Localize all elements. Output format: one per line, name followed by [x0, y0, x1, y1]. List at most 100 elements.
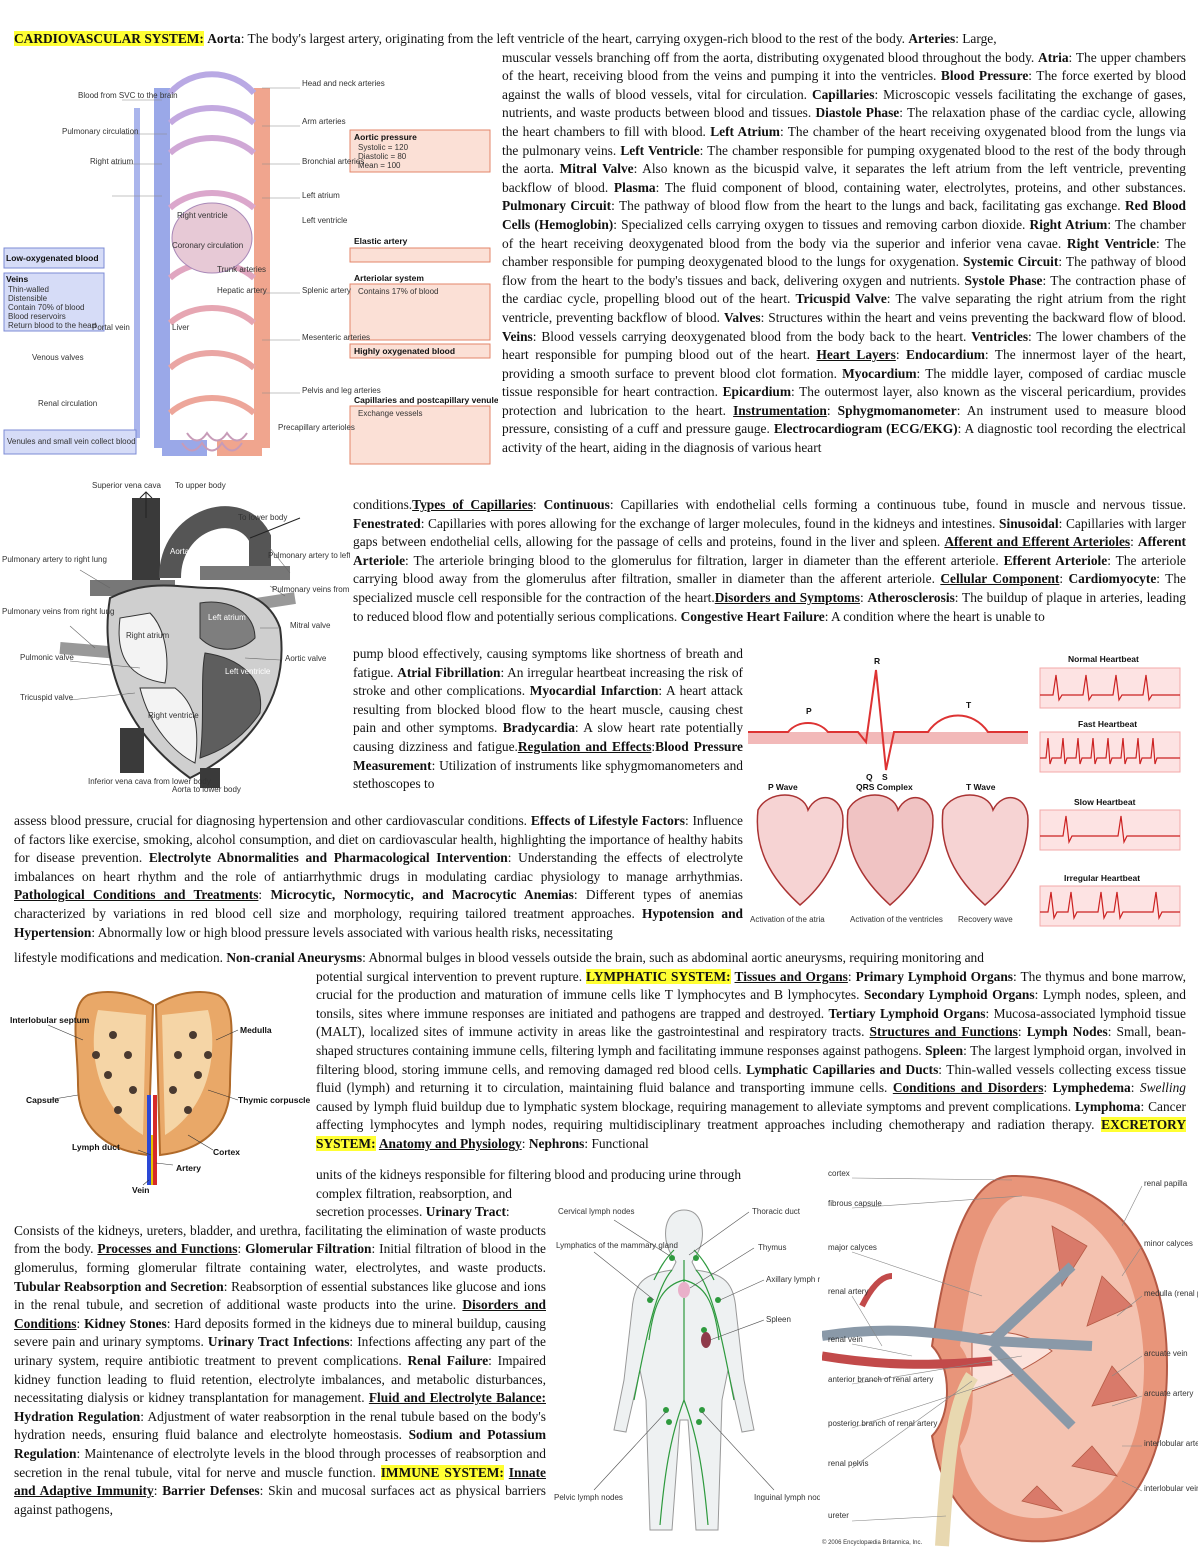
circ-label-splenic: Splenic artery	[302, 286, 351, 295]
heart-label-left-atrium: Left atrium	[208, 613, 246, 622]
circ-label-veins: Veins	[6, 274, 28, 284]
ecg-wave-s: S	[882, 772, 888, 782]
circ-label-pulmonary: Pulmonary circulation	[62, 127, 138, 136]
heart-label-ivc: Inferior vena cava from lower body	[88, 777, 211, 786]
kidney-label-cortex: cortex	[828, 1169, 850, 1178]
text-block-cardio-5: assess blood pressure, crucial for diagn…	[14, 813, 743, 940]
circ-label-precap: Precapillary arterioles	[278, 423, 355, 432]
circ-label-capillaries: Capillaries and postcapillary venules	[354, 395, 498, 405]
lymph-label-thymus: Thymus	[758, 1243, 786, 1252]
kidney-label-arcuate-vein: arcuate vein	[1144, 1349, 1188, 1358]
heart-label-aortic: Aortic valve	[285, 654, 327, 663]
ecg-wave-q: Q	[866, 772, 873, 782]
circ-label-arm: Arm arteries	[302, 117, 346, 126]
heart-label-aorta: Aorta	[170, 547, 190, 556]
heart-label-right-atrium: Right atrium	[126, 631, 169, 640]
heart-label-pulmonic: Pulmonic valve	[20, 653, 74, 662]
thymus-diagram: Interlobular septum Medulla Capsule Thym…	[8, 985, 310, 1200]
circ-label-reservoir: Blood reservoirs	[8, 312, 66, 321]
ecg-strip-irregular: Irregular Heartbeat	[1064, 873, 1140, 883]
circ-label-right-ventricle: Right ventricle	[177, 211, 228, 220]
thymus-label-duct: Lymph duct	[72, 1142, 120, 1152]
circ-label-head: Head and neck arteries	[302, 79, 385, 88]
circ-label-systolic: Systolic = 120	[358, 143, 409, 152]
circ-label-bronchial: Bronchial arteries	[302, 157, 364, 166]
ecg-strip-fast: Fast Heartbeat	[1078, 719, 1137, 729]
ecg-label-qrs: QRS Complex	[856, 782, 913, 792]
heart-label-pv-left: Pulmonary veins from left lung	[272, 585, 350, 594]
section-heading-lymph: LYMPHATIC SYSTEM:	[586, 968, 731, 984]
kidney-label-arcuate-artery: arcuate artery	[1144, 1389, 1193, 1398]
circ-label-portal: Portal vein	[92, 323, 130, 332]
thymus-label-septum: Interlobular septum	[10, 1015, 90, 1025]
kidney-label-capsule: fibrous capsule	[828, 1199, 882, 1208]
text-block-lymph: potential surgical intervention to preve…	[316, 968, 1187, 1151]
section-heading-cardio: CARDIOVASCULAR SYSTEM:	[14, 31, 204, 46]
thymus-label-medulla: Medulla	[240, 1025, 272, 1035]
lymph-body-diagram: Cervical lymph nodes Thoracic duct Lymph…	[554, 1200, 820, 1540]
circ-label-diastolic: Diastolic = 80	[358, 152, 407, 161]
circ-label-coronary: Coronary circulation	[172, 241, 243, 250]
kidney-label-interlobular-vein: interlobular vein	[1144, 1484, 1198, 1493]
ecg-label-atria: Activation of the atria	[750, 915, 825, 924]
ecg-wave-p: P	[806, 706, 812, 716]
lymph-label-spleen: Spleen	[766, 1315, 791, 1324]
heart-label-right-ventricle: Right ventricle	[148, 711, 199, 720]
lymph-label-cervical: Cervical lymph nodes	[558, 1207, 634, 1216]
kidney-label-posterior-branch: posterior branch of renal artery	[828, 1419, 937, 1428]
circ-label-elastic: Elastic artery	[354, 236, 408, 246]
circ-label-hepatic: Hepatic artery	[217, 286, 267, 295]
thymus-label-artery: Artery	[176, 1163, 201, 1173]
ecg-diagram: P R T Q S P Wave QRS Complex T Wave Acti…	[748, 650, 1188, 940]
text-block-cardio-3: conditions.Types of Capillaries: Continu…	[353, 497, 1186, 624]
heart-diagram: Superior vena cava To upper body To lowe…	[0, 478, 350, 802]
circ-label-high-oxy: Highly oxygenated blood	[354, 346, 455, 356]
heart-label-upper: To upper body	[175, 481, 226, 490]
thymus-label-corpuscle: Thymic corpuscle	[238, 1095, 310, 1105]
kidney-label-renal-vein: renal vein	[828, 1335, 863, 1344]
circ-label-right-atrium: Right atrium	[90, 157, 133, 166]
ecg-strip-normal: Normal Heartbeat	[1068, 654, 1139, 664]
heart-label-mitral: Mitral valve	[290, 621, 331, 630]
circ-label-return: Return blood to the heart	[8, 321, 97, 330]
heart-label-svc: Superior vena cava	[92, 481, 161, 490]
text-block-excretory-3: Consists of the kidneys, ureters, bladde…	[14, 1222, 546, 1517]
ecg-label-ventricles: Activation of the ventricles	[850, 915, 943, 924]
kidney-label-papilla: renal papilla	[1144, 1179, 1188, 1188]
text-block-cardio-6: lifestyle modifications and medication. …	[14, 950, 984, 965]
ecg-label-t-wave: T Wave	[966, 782, 996, 792]
heart-label-tricuspid: Tricuspid valve	[20, 693, 74, 702]
thymus-label-cortex: Cortex	[213, 1147, 240, 1157]
text-block-cardio-2: muscular vessels branching off from the …	[502, 49, 1187, 456]
kidney-label-renal-artery: renal artery	[828, 1287, 868, 1296]
ecg-wave-r: R	[874, 656, 880, 666]
section-heading-immune: IMMUNE SYSTEM:	[380, 1464, 504, 1480]
circ-label-renal: Renal circulation	[38, 399, 97, 408]
circ-label-trunk: Trunk arteries	[217, 265, 266, 274]
heart-label-pa-right: Pulmonary artery to right lung	[2, 555, 107, 564]
lymph-label-pelvic: Pelvic lymph nodes	[554, 1493, 623, 1502]
kidney-label-medulla: medulla (renal pyramids)	[1144, 1289, 1198, 1298]
circ-label-venules: Venules and small vein collect blood	[7, 437, 136, 446]
circ-label-aortic-pressure: Aortic pressure	[354, 132, 417, 142]
kidney-label-interlobular-artery: interlobular artery	[1144, 1439, 1198, 1448]
kidney-label-ureter: ureter	[828, 1511, 849, 1520]
circ-label-liver: Liver	[172, 323, 190, 332]
circulation-diagram: Blood from SVC to the brain Pulmonary ci…	[2, 48, 498, 468]
circ-label-pelvis: Pelvis and leg arteries	[302, 386, 381, 395]
kidney-label-pelvis: renal pelvis	[828, 1459, 868, 1468]
circ-label-venous-valves: Venous valves	[32, 353, 84, 362]
circ-label-thin: Thin-walled	[8, 285, 49, 294]
heart-label-left-ventricle: Left ventricle	[225, 667, 271, 676]
circ-label-left-ventricle: Left ventricle	[302, 216, 348, 225]
heart-label-pv-right: Pulmonary veins from right lung	[2, 607, 115, 616]
circ-label-low-oxy: Low-oxygenated blood	[6, 253, 99, 263]
circ-label-distensible: Distensible	[8, 294, 48, 303]
kidney-label-anterior-branch: anterior branch of renal artery	[828, 1375, 933, 1384]
lymph-label-axillary: Axillary lymph nodes	[766, 1275, 820, 1284]
thymus-label-capsule: Capsule	[26, 1095, 59, 1105]
heart-label-pa-left: Pulmonary artery to left lung	[268, 551, 350, 560]
circ-label-svc: Blood from SVC to the brain	[78, 91, 178, 100]
ecg-wave-t: T	[966, 700, 972, 710]
